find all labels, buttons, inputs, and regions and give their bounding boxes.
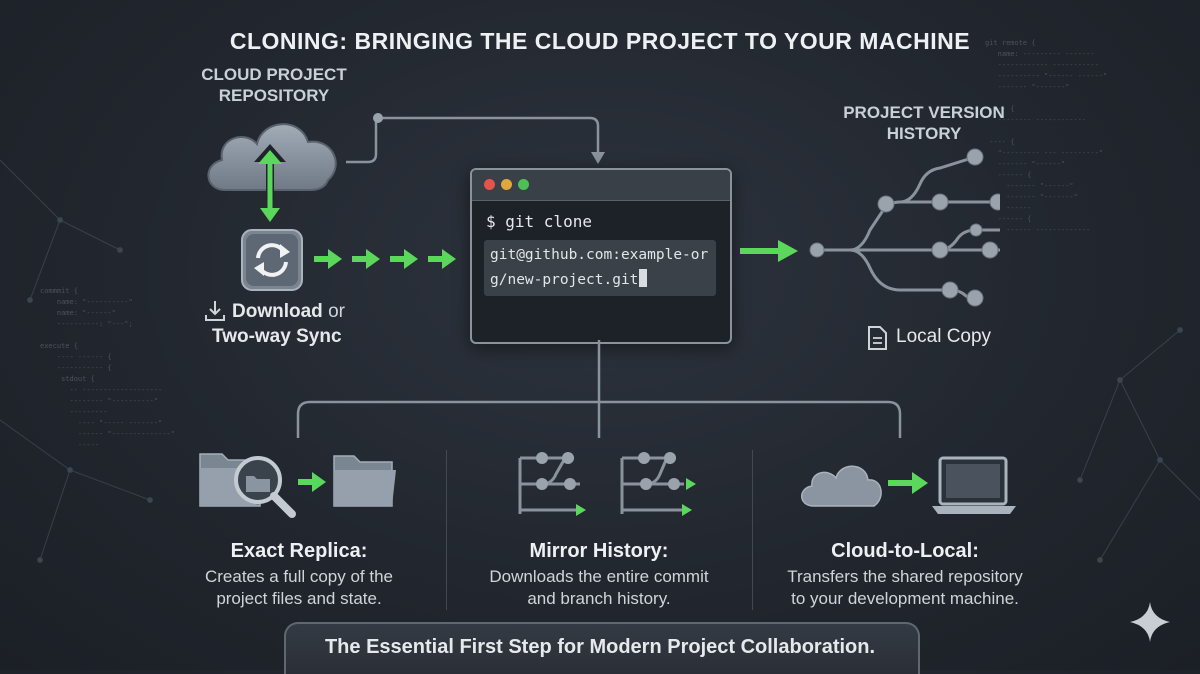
cloud-repo-label-line1: CLOUD PROJECT xyxy=(201,65,347,84)
card-title-cloud-local: Cloud-to-Local: xyxy=(831,540,979,562)
local-copy-label: Local Copy xyxy=(896,326,992,347)
history-label: PROJECT VERSION HISTORY xyxy=(836,102,1012,144)
card-desc-line: project files and state. xyxy=(216,589,382,608)
card-desc-line: and branch history. xyxy=(527,589,671,608)
card-desc-line: Transfers the shared repository xyxy=(787,567,1023,586)
terminal-to-history-arrow xyxy=(740,240,798,262)
folder-search-icon xyxy=(199,453,296,518)
text-cursor xyxy=(639,269,648,287)
laptop-icon xyxy=(932,456,1016,514)
history-label-line1: PROJECT VERSION xyxy=(843,103,1005,122)
divider xyxy=(446,450,447,610)
divider xyxy=(752,450,753,610)
flow-arrows-left xyxy=(314,249,456,269)
arrow-right-icon xyxy=(888,472,928,494)
footer-banner-text: The Essential First Step for Modern Proj… xyxy=(324,636,876,658)
git-branch-icons xyxy=(518,452,696,516)
card-desc-line: Creates a full copy of the xyxy=(204,567,394,586)
footer-banner xyxy=(284,622,920,674)
git-clone-command: $ git clone xyxy=(486,212,592,231)
download-label: Download or xyxy=(232,301,345,323)
folder-icon xyxy=(333,455,396,507)
cloud-repo-label: CLOUD PROJECT REPOSITORY xyxy=(196,64,352,106)
version-history-graph xyxy=(809,148,1000,307)
sync-icon xyxy=(241,229,303,291)
download-text: Download xyxy=(232,301,323,322)
page-title: CLONING: BRINGING THE CLOUD PROJECT TO Y… xyxy=(229,28,971,54)
card-desc-replica: Creates a full copy of the project files… xyxy=(174,566,424,610)
cloud-to-terminal-connector xyxy=(346,113,605,164)
cloud-upload-icon xyxy=(207,123,337,208)
history-label-line2: HISTORY xyxy=(886,124,962,143)
document-icon xyxy=(868,326,887,350)
close-dot-icon[interactable] xyxy=(484,179,495,190)
card-desc-line: to your development machine. xyxy=(791,589,1019,608)
repo-url: git@github.com:example-org/new-project.g… xyxy=(484,240,716,296)
sparkle-icon xyxy=(1130,602,1170,642)
terminal-titlebar xyxy=(472,170,730,201)
card-desc-history: Downloads the entire commit and branch h… xyxy=(466,566,732,610)
decorative-code-right: git remote { name: --------- ------- ---… xyxy=(985,39,1108,234)
arrow-right-icon xyxy=(298,472,326,492)
card-title-replica: Exact Replica: xyxy=(230,540,368,562)
card-desc-line: Downloads the entire commit xyxy=(489,567,709,586)
decorative-code-left: commmit { name: "----------" name: "----… xyxy=(40,287,175,449)
download-icon xyxy=(205,301,225,321)
terminal-window: $ git clone git@github.com:example-org/n… xyxy=(470,168,732,344)
branch-connector xyxy=(296,340,902,438)
cloud-repo-label-line2: REPOSITORY xyxy=(218,86,330,105)
down-arrow-icon xyxy=(260,188,280,222)
or-text: or xyxy=(328,301,345,322)
cloud-icon xyxy=(801,465,882,507)
two-way-sync-label: Two-way Sync xyxy=(212,326,342,347)
repo-url-text: git@github.com:example-org/new-project.g… xyxy=(490,247,709,288)
minimize-dot-icon[interactable] xyxy=(501,179,512,190)
maximize-dot-icon[interactable] xyxy=(518,179,529,190)
card-title-history: Mirror History: xyxy=(529,540,669,562)
card-desc-cloud-local: Transfers the shared repository to your … xyxy=(765,566,1045,610)
